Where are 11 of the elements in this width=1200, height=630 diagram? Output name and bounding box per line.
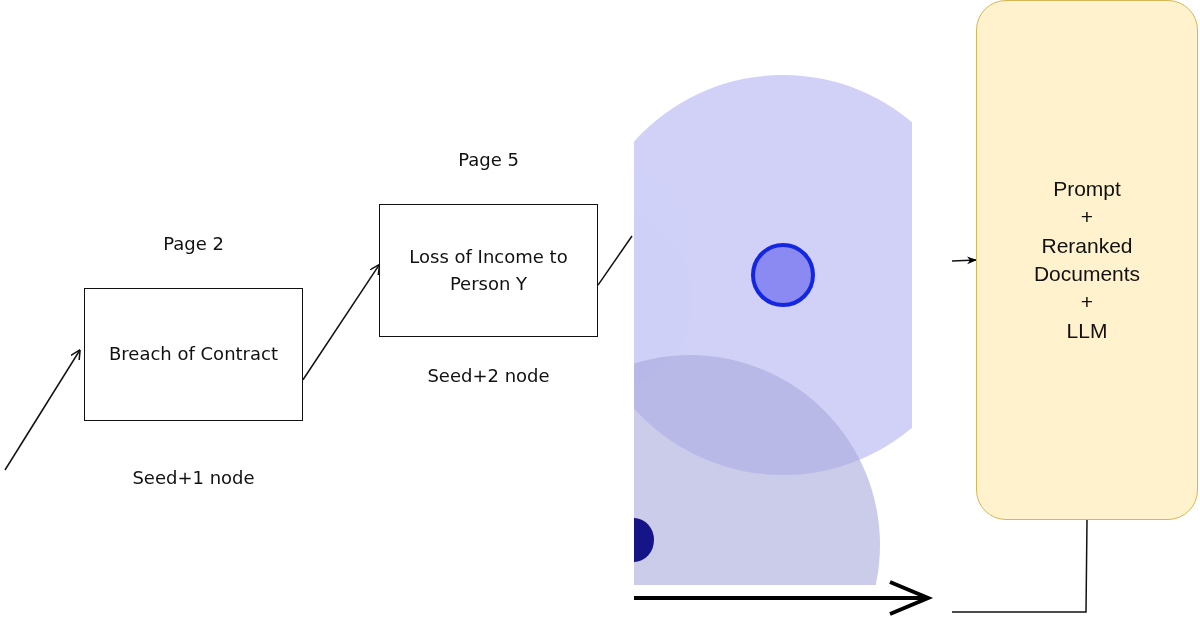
node-label: Breach of Contract (108, 342, 279, 367)
arrow (302, 263, 381, 381)
node-caption: Seed+2 node (426, 364, 551, 388)
node-label: Prompt + Reranked Documents + LLM (1033, 175, 1141, 344)
node-label: Loss of Income to Person Y (408, 245, 569, 296)
node-caption: Seed+1 node (131, 466, 256, 490)
arrow (4, 348, 81, 471)
process-box (976, 0, 1198, 520)
arrow (951, 256, 977, 265)
page-label: Page 5 (457, 148, 520, 172)
page-label: Page 2 (162, 232, 225, 256)
